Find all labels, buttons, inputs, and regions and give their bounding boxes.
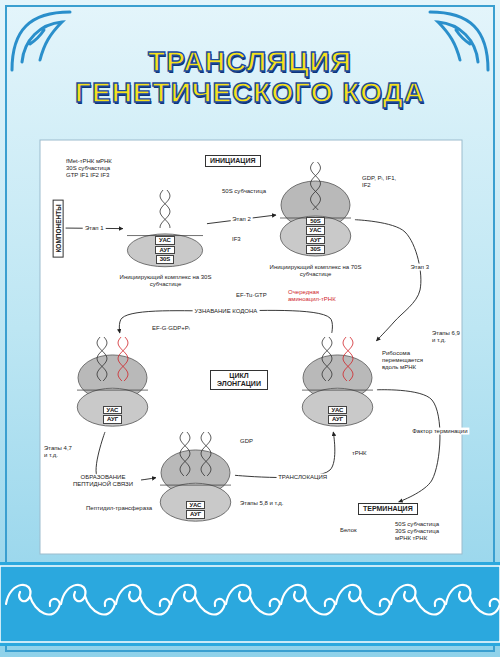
annotation-text: Инициирующий комплекс на 30S субчастице [118, 274, 213, 288]
annotation-text: 50S субчастица [222, 188, 266, 195]
small-subunit [127, 234, 202, 267]
mrna-strand [77, 390, 148, 391]
flow-arrow [377, 390, 440, 502]
stage-header: ИНИЦИАЦИЯ [205, 155, 261, 167]
annotation-text: Этапы 4,7 и т.д. [44, 445, 76, 459]
small-subunit [77, 388, 148, 426]
annotation-text: Рибосома перемещается вдоль мРНК [382, 350, 426, 372]
annotation-text: Этапы 5,8 и т.д. [240, 500, 290, 507]
edge-label: Этап 3 [408, 264, 431, 271]
ornament-border [0, 566, 500, 642]
annotation-text: 50S субчастица 30S субчастица мРНК тРНК [395, 521, 450, 543]
trna-strand [160, 190, 170, 228]
cycle-label-box: ЦИКЛ ЭЛОНГАЦИИ [210, 370, 268, 390]
node-text: 50S [306, 217, 325, 226]
node-text: УАС [155, 236, 175, 245]
trna-strand [343, 337, 353, 381]
flow-arrow [207, 215, 276, 224]
trna-strand [180, 432, 190, 476]
trna-strand [343, 337, 353, 381]
flow-arrow [355, 220, 421, 341]
edge-label: Этап 1 [83, 225, 106, 232]
annotation-text: EF-Tu·GTP [236, 292, 267, 299]
ornament-scroll [116, 585, 170, 615]
node-text: ИНИЦИАЦИЯ [210, 157, 256, 164]
trna-strand [97, 337, 107, 381]
ribosome-complex: 50SУАСАУГ30S [278, 160, 353, 260]
ornament-scroll [391, 585, 445, 615]
node-text: АУГ [155, 246, 174, 255]
ornament-scroll [336, 585, 390, 615]
component-box: КОМПОНЕНТЫ [53, 199, 64, 257]
ornament-scroll [6, 585, 60, 615]
trna-strand [322, 337, 332, 381]
trna-strand [322, 337, 332, 381]
ribosome-complex: УАСАУГ30S [125, 188, 205, 270]
flow-arrow [235, 432, 335, 478]
ornament-scroll [171, 585, 225, 615]
mrna-strand [302, 390, 373, 391]
trna-strand [118, 337, 128, 381]
node-text: ТЕРМИНАЦИЯ [363, 505, 413, 512]
annotation-text: Белок [340, 527, 357, 534]
node-text: 30S [156, 255, 175, 264]
trna-strand [97, 337, 107, 381]
annotation-text: GDP [240, 438, 253, 445]
annotation-text: EF-G·GDP+Pᵢ [152, 325, 190, 332]
ribosome: УАСАУГ [75, 335, 150, 430]
node-text: КОМПОНЕНТЫ [55, 204, 62, 252]
ornament-pattern [6, 585, 500, 615]
edge-label: ОБРАЗОВАНИЕ ПЕПТИДНОЙ СВЯЗИ [65, 474, 141, 488]
mrna-strand [160, 485, 231, 486]
node-text: 30S [306, 245, 325, 254]
small-subunit [280, 216, 351, 256]
ribosome: УАСАУГ [158, 430, 233, 525]
ornament-scroll [281, 585, 335, 615]
ornament-scroll [446, 585, 500, 615]
node-text: АУГ [328, 415, 347, 424]
ribosome: УАСАУГ [300, 335, 375, 430]
small-subunit [302, 388, 373, 426]
node-text: АУГ [306, 236, 325, 245]
edge-label: Фактор терминации [410, 428, 469, 435]
trna-strand [201, 432, 211, 476]
ornament-band [0, 562, 500, 646]
edge-label: Этап 2 [230, 216, 253, 223]
annotation-text: Пептидил-трансфераза [86, 505, 152, 512]
trna-strand [311, 162, 321, 210]
trna-strand [118, 337, 128, 381]
annotation-text: тРНК [352, 450, 367, 457]
edge-label: ТРАНСЛОКАЦИЯ [276, 473, 329, 480]
trna-strand [201, 432, 211, 476]
node-text: АУГ [186, 510, 205, 519]
node-text: УАС [306, 226, 326, 235]
poster-title: ТРАНСЛЯЦИЯ ГЕНЕТИЧЕСКОГО КОДА [40, 46, 460, 109]
ornament-scroll [61, 585, 115, 615]
stage-header: ТЕРМИНАЦИЯ [358, 503, 418, 515]
diagram-panel [40, 140, 462, 554]
annotation-text: GDP, Pᵢ, IF1, IF2 [362, 175, 404, 189]
edge-label: УЗНАВАНИЕ КОДОНА [193, 307, 260, 314]
frame [6, 6, 494, 651]
trna-strand [180, 432, 190, 476]
trna-strand [160, 190, 170, 228]
node-text: АУГ [103, 415, 122, 424]
small-subunit [160, 483, 231, 521]
node-text: УАС [328, 406, 348, 415]
annotation-text: IF3 [232, 236, 241, 243]
node-text: УАС [103, 406, 123, 415]
annotation-text: Инициирующий комплекс на 70S субчастице [268, 264, 363, 278]
annotation-text: Очередная аминоацил-тРНК [288, 289, 350, 303]
annotation-text: fMet-тРНК мРНК 30S субчастица GTP IF1 IF… [66, 158, 120, 180]
node-text: УАС [186, 501, 206, 510]
ornament-scroll [226, 585, 280, 615]
annotation-text: Этапы 6,9 и т.д. [432, 330, 460, 344]
trna-strand [311, 162, 321, 210]
node-text: ЦИКЛ ЭЛОНГАЦИИ [217, 372, 261, 387]
